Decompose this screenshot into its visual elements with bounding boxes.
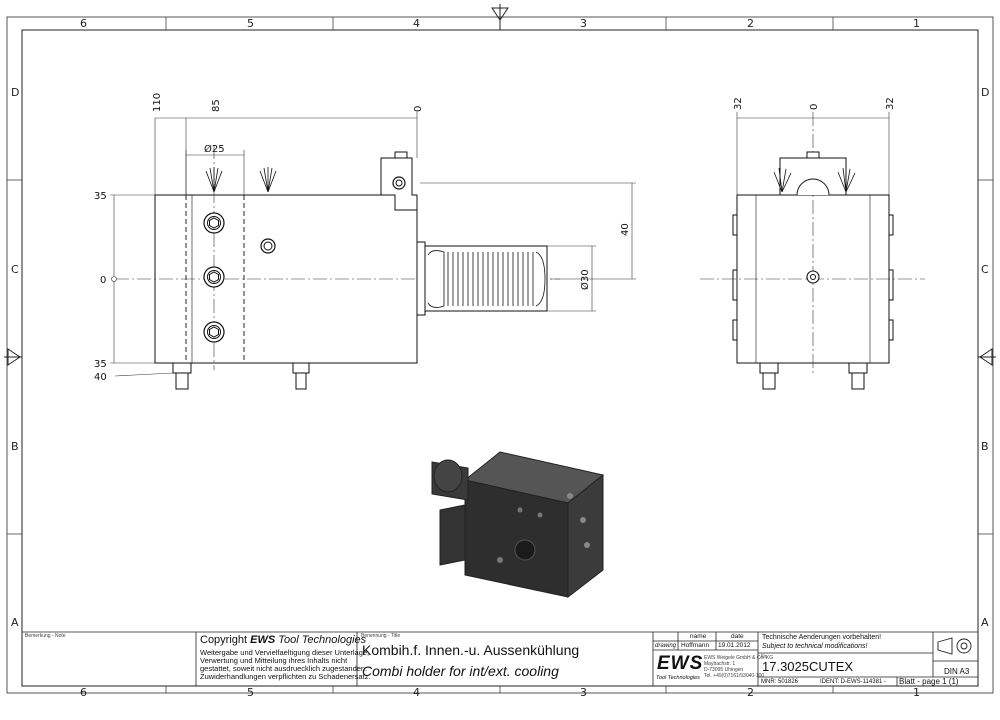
- dim-left-40: 40: [94, 372, 107, 383]
- row-label-left-C: C: [11, 263, 19, 276]
- dim-side-0: 0: [809, 104, 820, 110]
- column-date-label: date: [731, 633, 744, 640]
- row-label-right-C: C: [981, 263, 989, 276]
- technical-changes-english: Subject to technical modifications!: [762, 643, 868, 650]
- company-line-4: Tel. +49(0)7161/93040-100: [704, 673, 765, 679]
- company-line-3: D-73095 Uhingen: [704, 667, 744, 673]
- technical-changes-german: Technische Aenderungen vorbehalten!: [762, 634, 882, 641]
- drawing-label: drawing: [655, 643, 677, 649]
- dim-side-32-right: 32: [885, 97, 896, 110]
- row-label-left-D: D: [11, 86, 20, 99]
- copyright-line-2: Verwertung und Mitteilung ihres Inhalts …: [200, 656, 348, 665]
- row-label-right-A: A: [981, 616, 989, 629]
- front-view: 110 85 0 Ø25 35 0 35 40 40 Ø30: [94, 93, 636, 390]
- isometric-view: [431, 451, 605, 599]
- sheet-page: Blatt - page 1 (1): [899, 677, 959, 686]
- dim-height-40: 40: [620, 223, 631, 236]
- column-label-bottom-2: 2: [747, 686, 754, 699]
- title-block-grid: [22, 631, 978, 686]
- dim-left-35-top: 35: [94, 191, 107, 202]
- ews-logo: EWS: [657, 653, 704, 674]
- column-label-bottom-6: 6: [80, 686, 87, 699]
- copyright-brand: EWS: [250, 634, 276, 646]
- ews-logo-subtitle: Tool Technologies: [656, 675, 700, 681]
- dim-side-32-left: 32: [733, 97, 744, 110]
- remarks-label: Bemerkung - Note: [25, 633, 66, 639]
- paper-format: DIN A3: [944, 667, 970, 676]
- column-label-top-5: 5: [247, 17, 254, 30]
- title-english: Combi holder for int/ext. cooling: [362, 663, 559, 679]
- dim-shank-diameter: Ø30: [579, 269, 591, 290]
- dim-front-0: 0: [413, 106, 424, 112]
- company-line-2: Maybachstr. 1: [704, 661, 736, 667]
- part-number: 17.3025CUTEX: [762, 659, 854, 674]
- drawing-name: Hoffmann: [681, 642, 710, 649]
- row-label-right-B: B: [981, 440, 989, 453]
- row-label-left-A: A: [11, 616, 19, 629]
- title-label: Benennung - Title: [361, 633, 401, 639]
- dim-left-35-bottom: 35: [94, 359, 107, 370]
- centering-marks: [4, 4, 996, 366]
- row-label-left-B: B: [11, 440, 19, 453]
- column-label-bottom-5: 5: [247, 686, 254, 699]
- dim-left-0: 0: [100, 275, 106, 286]
- column-name-label: name: [690, 633, 707, 640]
- column-label-bottom-4: 4: [413, 686, 420, 699]
- column-label-top-4: 4: [413, 17, 420, 30]
- column-label-top-3: 3: [580, 17, 587, 30]
- column-label-top-1: 1: [913, 17, 920, 30]
- column-label-top-6: 6: [80, 17, 87, 30]
- mnr-number: MNR: 501826: [761, 679, 799, 685]
- drawing-date: 19.01.2012: [718, 642, 751, 649]
- row-label-right-D: D: [981, 86, 990, 99]
- copyright-line-3: gestattet, soweit nicht ausdruecklich zu…: [200, 664, 368, 673]
- dim-bore-diameter: Ø25: [204, 143, 225, 155]
- projection-symbol-icon: [937, 637, 972, 655]
- dim-front-85: 85: [211, 99, 222, 112]
- side-view: 32 0 32: [700, 97, 925, 390]
- copyright-title: Copyright EWS Tool Technologies: [200, 634, 366, 646]
- copyright-line-1: Weitergabe und Vervielfaeltigung dieser …: [200, 648, 370, 657]
- copyright-line-4: Zuwiderhandlungen verpflichten zu Schade…: [200, 672, 371, 681]
- dim-front-110: 110: [152, 93, 163, 112]
- title-german: Kombih.f. Innen.-u. Aussenkühlung: [362, 642, 580, 658]
- copyright-prefix: Copyright: [200, 634, 251, 646]
- number-label: Nr.: [761, 654, 768, 660]
- column-label-top-2: 2: [747, 17, 754, 30]
- ident-number: IDENT: D-EWS-114381 -: [820, 679, 886, 685]
- company-line-1: EWS Weigele GmbH & Co. KG: [704, 655, 774, 661]
- column-label-bottom-1: 1: [913, 686, 920, 699]
- column-label-bottom-3: 3: [580, 686, 587, 699]
- copyright-suffix: Tool Technologies: [275, 634, 367, 646]
